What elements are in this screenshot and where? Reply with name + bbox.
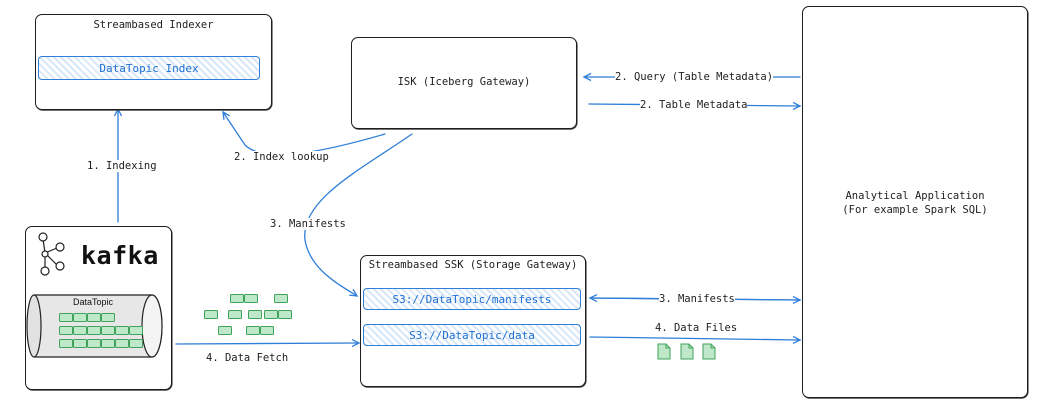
topic-label: DataTopic: [73, 297, 114, 307]
label-data-fetch: 4. Data Fetch: [206, 352, 289, 364]
document-icon: [702, 343, 716, 360]
s3-data-path: S3://DataTopic/data: [363, 324, 581, 346]
kafka-wordmark: kafka: [81, 241, 159, 270]
document-icon: [680, 343, 694, 360]
analytics-line1: Analytical Application: [845, 190, 985, 202]
indexer-title: Streambased Indexer: [93, 19, 214, 31]
analytics-line2: (For example Spark SQL): [842, 204, 988, 216]
label-manifests-isk: 3. Manifests: [270, 218, 346, 230]
label-table-metadata: 2. Table Metadata: [640, 99, 748, 111]
analytical-application-box: Analytical Application (For example Spar…: [802, 6, 1028, 398]
kafka-box: kafka DataTopic: [25, 226, 172, 390]
label-query: 2. Query (Table Metadata): [615, 71, 774, 83]
analytics-label: Analytical Application (For example Spar…: [803, 189, 1027, 217]
indexer-box: Streambased Indexer DataTopic Index: [35, 14, 272, 110]
label-indexing: 1. Indexing: [87, 160, 157, 172]
datatopic-index: DataTopic Index: [38, 56, 260, 80]
label-manifests-app: 3. Manifests: [659, 293, 735, 305]
isk-box: ISK (Iceberg Gateway): [351, 37, 577, 129]
label-data-files: 4. Data Files: [655, 322, 738, 334]
ssk-box: Streambased SSK (Storage Gateway) S3://D…: [360, 255, 586, 387]
label-index-lookup: 2. Index lookup: [234, 151, 329, 163]
kafka-logo-icon: [38, 232, 65, 276]
isk-title: ISK (Iceberg Gateway): [397, 76, 531, 88]
arrow-data-fetch: [175, 338, 361, 348]
arrow-manifests-isk: [304, 133, 413, 297]
data-fetch-records: [200, 292, 300, 342]
topic-partitions: [59, 313, 149, 353]
arrow-data-files: [589, 335, 802, 344]
document-icon: [657, 343, 671, 360]
ssk-title: Streambased SSK (Storage Gateway): [368, 259, 578, 271]
s3-manifests-path: S3://DataTopic/manifests: [363, 288, 581, 310]
